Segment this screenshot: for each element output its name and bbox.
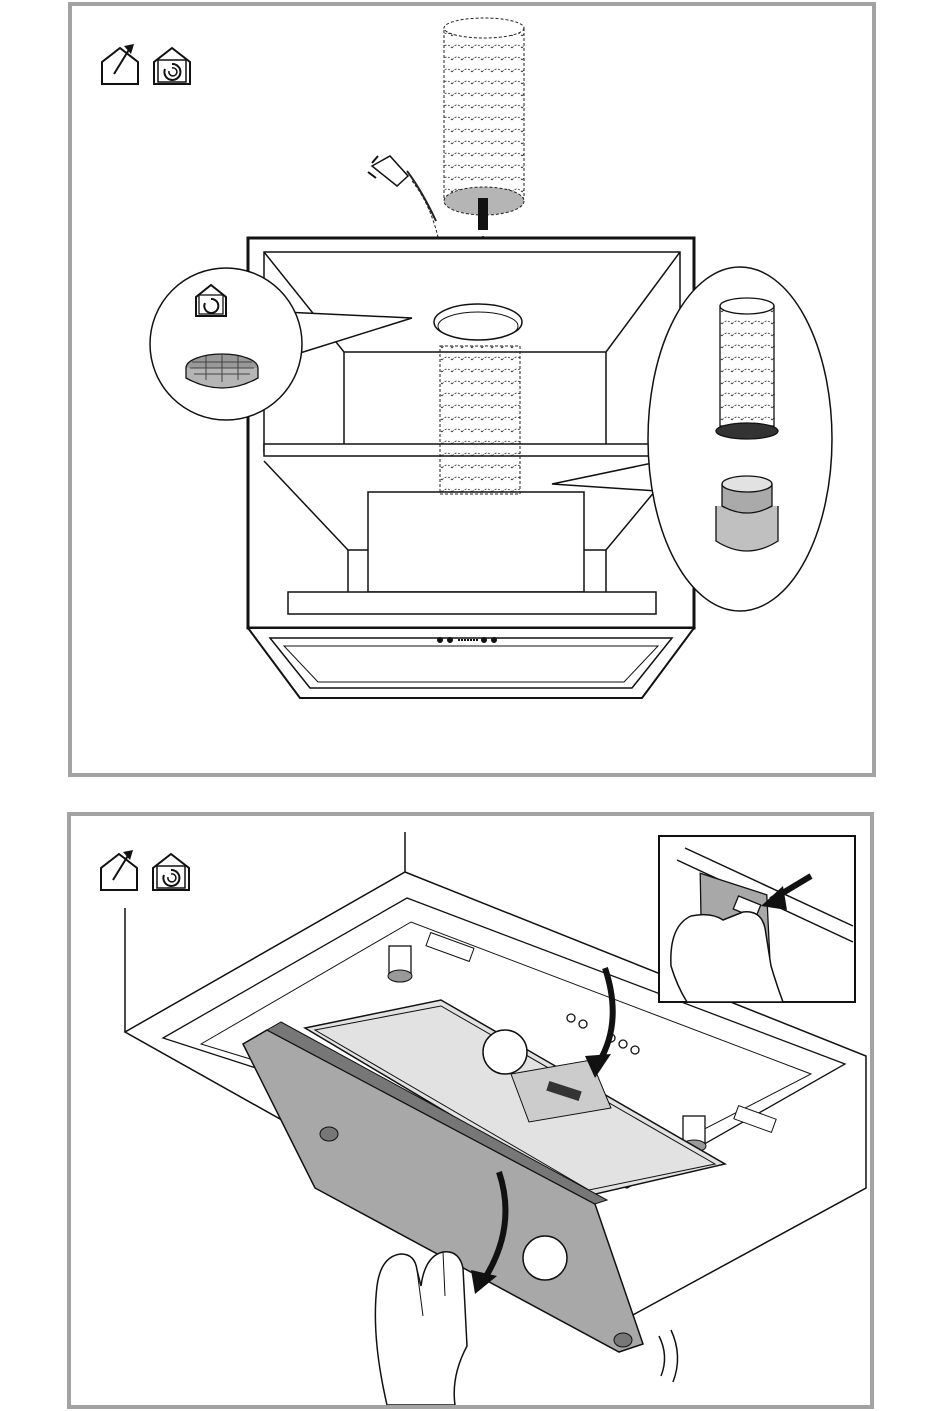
motor-light-left: [388, 946, 412, 982]
lower-flexible-duct: [440, 346, 520, 494]
latch-detail-inset: [659, 836, 855, 1002]
upper-flexible-duct: [444, 18, 524, 215]
duct-flange-ring: [434, 304, 522, 340]
illustration-panel-2: [67, 812, 874, 1409]
step-marker: [523, 1236, 567, 1280]
recirculation-icon: [153, 854, 189, 890]
charcoal-filter-icon: [186, 354, 258, 388]
step-marker: [483, 1030, 527, 1074]
hood-front-bezel: [248, 628, 694, 698]
vibration-lines: [659, 1330, 678, 1382]
flexible-duct-icon: [716, 298, 778, 439]
hood-duct-installation-drawing: [72, 6, 872, 773]
duct-out-icon: [101, 850, 137, 890]
duct-adapter-icon: [716, 476, 778, 551]
illustration-panel-1: [68, 2, 876, 777]
duct-out-icon: [102, 44, 138, 84]
hand-illustration: [375, 1252, 467, 1405]
recirculation-icon: [154, 48, 190, 84]
filter-removal-drawing: [71, 816, 870, 1405]
